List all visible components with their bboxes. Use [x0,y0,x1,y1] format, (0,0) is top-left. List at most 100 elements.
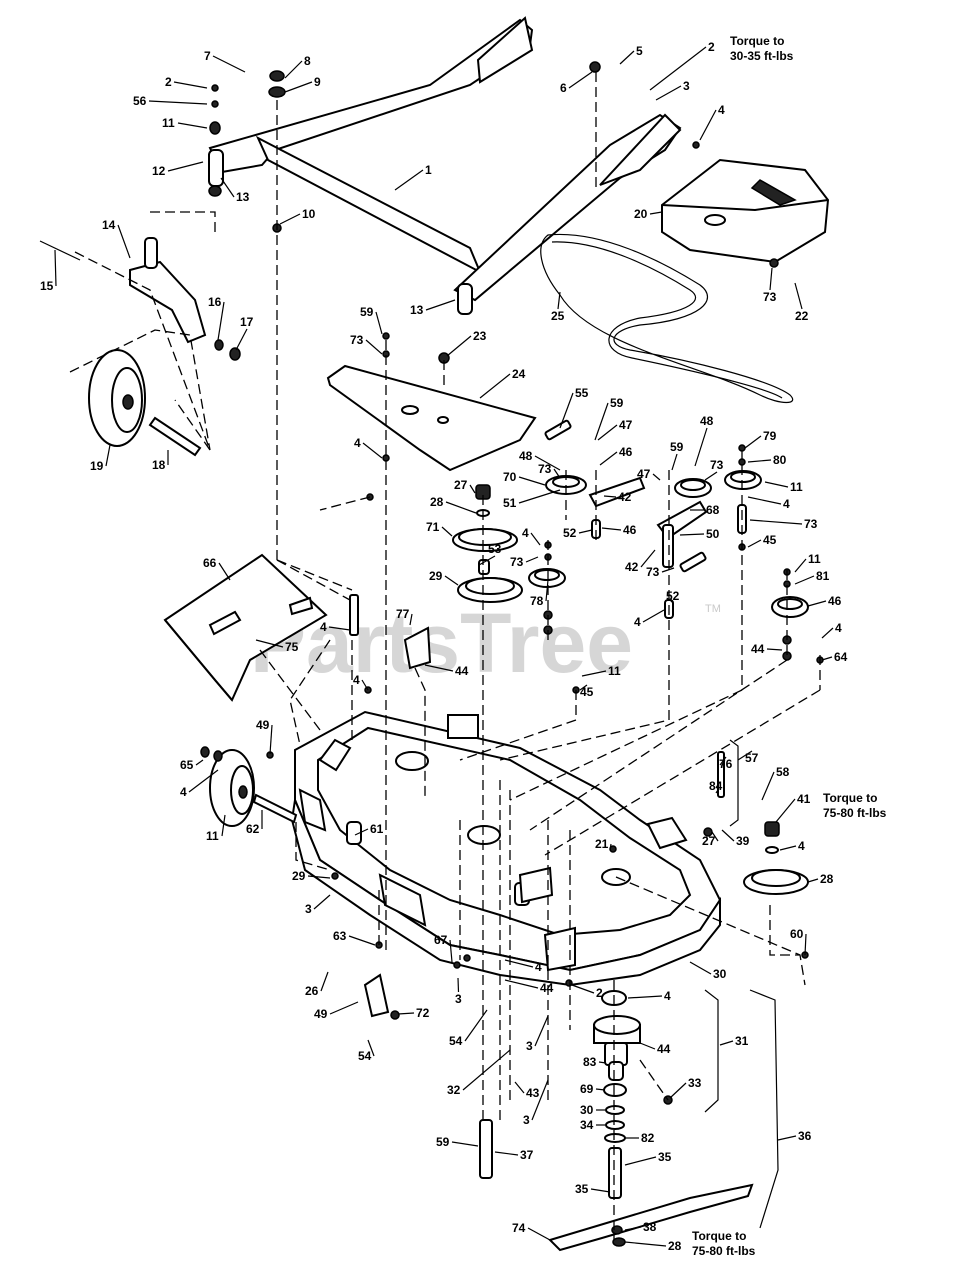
callout-leader-21 [609,843,612,851]
torque-note-top-line1: Torque to [730,34,784,48]
bracket-72 [363,973,390,1018]
callout-11: 11 [808,552,821,566]
spindle-assembly [479,990,641,1199]
bracket-74 [749,989,779,1229]
callout-leader-4 [362,442,383,459]
callout-4: 4 [664,989,671,1003]
callout-5: 5 [636,44,643,58]
callout-4: 4 [535,960,542,974]
callout-30: 30 [580,1103,594,1117]
callout-7: 7 [204,49,211,63]
drive-belt [540,233,794,404]
callout-leader-27 [469,484,476,494]
caster-assembly-front [39,237,241,457]
callout-leader-4 [328,626,351,631]
callout-58: 58 [776,765,790,779]
callout-71: 71 [426,520,440,534]
callout-49: 49 [256,718,270,732]
callout-leader-53 [478,555,496,566]
callout-leader-39 [721,829,735,842]
callout-leader-44 [424,664,454,672]
callout-76: 76 [719,757,733,771]
callout-4: 4 [835,621,842,635]
callout-16: 16 [208,295,222,309]
callout-81: 81 [816,569,830,583]
callout-47: 47 [637,467,651,481]
callout-13: 13 [236,190,250,204]
callout-leader-2 [173,81,208,89]
callout-4: 4 [320,620,327,634]
callout-9: 9 [314,75,321,89]
callout-leader-59 [671,453,678,471]
callout-leader-6 [568,71,593,89]
callout-68: 68 [706,503,720,517]
torque-note-top-line2: 30-35 ft-lbs [730,49,794,63]
callout-leader-60 [804,933,807,956]
callout-leader-47 [597,424,618,441]
callout-62: 62 [246,822,260,836]
bracket-77 [403,626,432,670]
callout-leader-69 [595,1088,606,1091]
callout-41: 41 [797,792,811,806]
callout-29: 29 [292,869,306,883]
callout-64: 64 [834,650,848,664]
callout-leader-25 [557,291,561,310]
callout-51: 51 [503,496,517,510]
watermark-trademark: TM [705,603,721,615]
callout-22: 22 [795,309,809,323]
callout-leader-51 [518,489,561,504]
callout-69: 69 [580,1082,594,1096]
callout-leader-54 [367,1039,375,1057]
callout-leader-3 [655,85,682,101]
callout-leader-46 [599,451,618,466]
callout-11: 11 [206,829,219,843]
callout-leader-38 [624,1226,642,1231]
callout-leader-65 [195,759,204,766]
callout-leader-3 [313,894,331,910]
callout-leader-81 [794,575,815,585]
callout-73: 73 [710,458,724,472]
callout-66: 66 [203,556,217,570]
callout-3: 3 [523,1113,530,1127]
callout-19: 19 [90,459,104,473]
callout-59: 59 [610,396,624,410]
callout-11: 11 [608,664,621,678]
callout-leader-2 [649,46,707,91]
callout-leader-4 [821,627,834,639]
callout-leader-19 [105,444,111,467]
callout-29: 29 [429,569,443,583]
callout-leader-73 [661,567,675,573]
callout-leader-37 [494,1151,519,1156]
callout-leader-4 [188,769,219,793]
callout-leader-11 [794,558,807,573]
callout-leader-42 [640,549,656,568]
callout-82: 82 [641,1131,655,1145]
callout-30: 30 [713,967,727,981]
callout-leader-20 [649,211,663,215]
callout-73: 73 [646,565,660,579]
right-pulley [743,821,809,895]
belt-cover [661,158,830,264]
callout-78: 78 [530,594,544,608]
callout-73: 73 [510,555,524,569]
callout-18: 18 [152,458,166,472]
callout-46: 46 [619,445,633,459]
callout-36: 36 [798,1129,812,1143]
callout-20: 20 [634,207,648,221]
callout-leader-73 [704,471,718,481]
callout-leader-28 [624,1241,667,1247]
callout-38: 38 [643,1220,657,1234]
callout-leader-30 [689,961,712,975]
callout-leader-79 [744,435,762,449]
callout-28: 28 [430,495,444,509]
callout-4: 4 [634,615,641,629]
callout-84: 84 [709,779,723,793]
callout-27: 27 [454,478,468,492]
callout-44: 44 [455,664,469,678]
callout-4: 4 [522,526,529,540]
callout-leader-76 [719,756,727,766]
callout-28: 28 [668,1239,682,1253]
callout-44: 44 [657,1042,671,1056]
callout-leader-4 [530,532,541,546]
callout-47: 47 [619,418,633,432]
